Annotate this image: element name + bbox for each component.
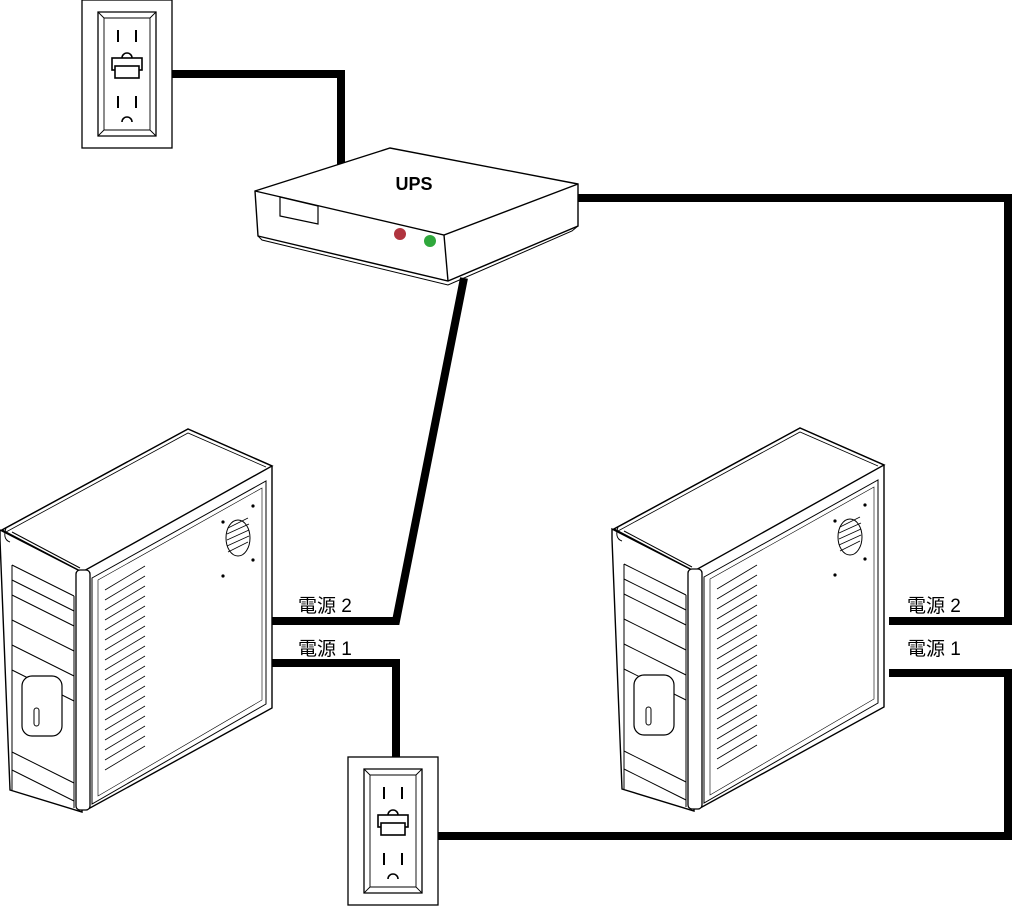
cable-outlet-to-left-psu1 [272, 659, 400, 757]
right-psu2-label: 電源 2 [907, 595, 961, 617]
left-psu1-label: 電源 1 [298, 638, 352, 660]
ups-device: UPS [254, 147, 579, 286]
wall-outlet-icon [347, 756, 439, 906]
cable-ups-to-right-psu2 [578, 194, 1012, 625]
left-psu2-label: 電源 2 [298, 595, 352, 617]
right-psu1-label: 電源 1 [907, 638, 961, 660]
server-tower-right [611, 427, 885, 812]
ups-label: UPS [395, 174, 432, 194]
wall-outlet-icon [81, 0, 173, 149]
ups-status-led-red [394, 228, 406, 240]
ups-status-led-green [424, 235, 436, 247]
server-tower-left [0, 428, 273, 813]
cable-outlet-to-ups [170, 70, 345, 165]
cable-outlet-to-right-psu1 [438, 669, 1012, 840]
cable-ups-to-left-psu2 [272, 277, 468, 625]
